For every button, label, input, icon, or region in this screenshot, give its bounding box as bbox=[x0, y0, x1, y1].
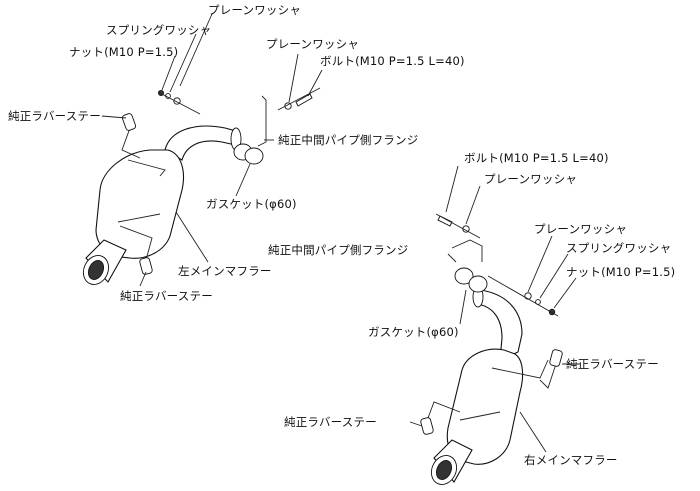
label-l-muffler: 左メインマフラー bbox=[178, 264, 272, 278]
label-r-plain-washer-bolt: プレーンワッシャ bbox=[484, 172, 577, 186]
right-muffler-assembly bbox=[409, 165, 580, 485]
left-bolt-axis bbox=[277, 87, 321, 111]
right-muffler-seam bbox=[459, 411, 501, 421]
right-muffler-band bbox=[491, 359, 549, 379]
right-side-hanger bbox=[539, 363, 557, 389]
leader-l-muffler bbox=[175, 211, 209, 263]
label-r-nut: ナット(M10 P=1.5) bbox=[566, 265, 675, 279]
left-upper-hanger bbox=[121, 127, 141, 159]
leader-l-stay-lower bbox=[139, 271, 147, 287]
right-mid-flange-outline bbox=[451, 239, 483, 262]
label-l-plain-washer-bolt: プレーンワッシャ bbox=[266, 37, 359, 51]
right-bolt bbox=[437, 215, 453, 227]
label-l-spring-washer: スプリングワッシャ bbox=[106, 23, 211, 37]
label-l-bolt: ボルト(M10 P=1.5 L=40) bbox=[320, 54, 465, 68]
label-r-muffler: 右メインマフラー bbox=[524, 453, 618, 467]
label-l-plain-washer-top: プレーンワッシャ bbox=[208, 3, 301, 17]
right-tailpipe-opening bbox=[435, 460, 453, 480]
label-r-plain-washer-nut: プレーンワッシャ bbox=[534, 222, 627, 236]
leader-l-spring-washer bbox=[169, 33, 197, 93]
left-muffler-seam bbox=[117, 213, 161, 223]
leader-r-flange bbox=[447, 253, 457, 263]
left-fastener-axis bbox=[157, 91, 201, 115]
right-nut-axis bbox=[487, 275, 559, 317]
leader-l-gasket bbox=[235, 163, 251, 197]
leader-l-plain-washer-bolt bbox=[288, 53, 299, 103]
leader-l-stay-upper bbox=[101, 115, 127, 119]
left-muffler-band bbox=[127, 159, 166, 177]
left-labels: プレーンワッシャ スプリングワッシャ ナット(M10 P=1.5) プレーンワッ… bbox=[8, 3, 465, 303]
leader-r-plain-washer-nut bbox=[527, 235, 553, 293]
label-r-gasket: ガスケット(φ60) bbox=[368, 325, 459, 339]
right-labels: ボルト(M10 P=1.5 L=40) プレーンワッシャ 純正中間パイプ側フラン… bbox=[268, 151, 675, 467]
label-l-nut: ナット(M10 P=1.5) bbox=[69, 45, 178, 59]
leader-r-bolt bbox=[445, 165, 459, 213]
leader-r-nut bbox=[553, 277, 577, 309]
label-l-mid-pipe-flange: 純正中間パイプ側フランジ bbox=[278, 133, 418, 147]
right-plain-washer-nut bbox=[524, 292, 532, 300]
leader-r-spring-washer bbox=[539, 253, 569, 299]
leader-r-stay-left bbox=[409, 421, 423, 427]
label-r-mid-pipe-flange: 純正中間パイプ側フランジ bbox=[268, 243, 408, 257]
left-tailpipe-opening bbox=[87, 260, 105, 280]
right-lower-hanger bbox=[427, 401, 461, 419]
left-gasket-2 bbox=[244, 147, 264, 165]
right-gasket-2 bbox=[468, 275, 488, 293]
left-mid-flange-outline bbox=[257, 95, 267, 147]
right-bolt-axis bbox=[435, 213, 481, 239]
left-muffler-assembly bbox=[82, 13, 323, 287]
label-l-gasket: ガスケット(φ60) bbox=[206, 197, 297, 211]
leader-l-nut bbox=[161, 55, 176, 91]
right-gasket-1 bbox=[454, 267, 474, 285]
left-lower-hanger bbox=[119, 225, 153, 261]
label-r-spring-washer: スプリングワッシャ bbox=[566, 241, 671, 255]
label-r-rubber-stay-right: 純正ラバーステー bbox=[566, 357, 659, 371]
label-r-rubber-stay-left: 純正ラバーステー bbox=[284, 415, 377, 429]
left-bolt bbox=[295, 93, 313, 107]
label-l-rubber-stay-lower: 純正ラバーステー bbox=[120, 289, 213, 303]
leader-l-plain-washer-top bbox=[179, 13, 213, 87]
leader-r-plain-washer-bolt bbox=[465, 185, 481, 225]
label-r-bolt: ボルト(M10 P=1.5 L=40) bbox=[464, 151, 609, 165]
left-lower-rubber-stay bbox=[139, 257, 153, 275]
right-lower-rubber-stay bbox=[420, 417, 434, 435]
right-side-rubber-stay bbox=[549, 349, 563, 367]
leader-r-gasket bbox=[459, 289, 467, 325]
leader-l-bolt bbox=[307, 69, 323, 97]
leader-r-muffler bbox=[519, 411, 547, 453]
label-l-rubber-stay-upper: 純正ラバーステー bbox=[8, 109, 101, 123]
left-upper-rubber-stay bbox=[121, 113, 137, 131]
